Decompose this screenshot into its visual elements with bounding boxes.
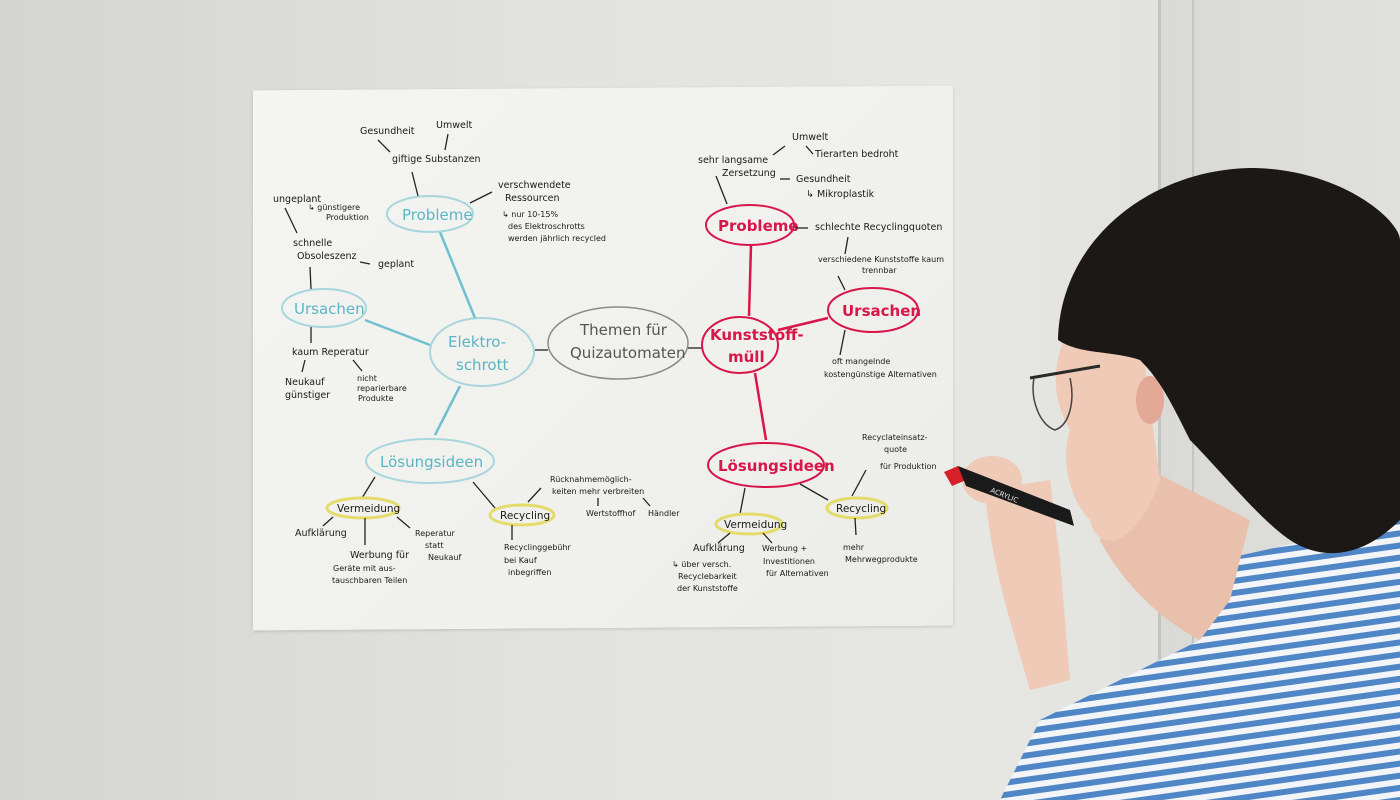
svg-text:Geräte mit aus-: Geräte mit aus- — [333, 564, 396, 573]
svg-text:Ursachen: Ursachen — [842, 302, 921, 320]
svg-text:Themen für: Themen für — [579, 321, 668, 339]
svg-text:Werbung +: Werbung + — [762, 544, 807, 553]
svg-text:Neukauf: Neukauf — [428, 553, 461, 562]
svg-text:Aufklärung: Aufklärung — [693, 543, 745, 554]
svg-text:Lösungsideen: Lösungsideen — [380, 453, 483, 471]
svg-text:schlechte Recyclingquoten: schlechte Recyclingquoten — [815, 222, 942, 233]
svg-text:↳ über versch.: ↳ über versch. — [672, 560, 731, 569]
svg-text:Vermeidung: Vermeidung — [337, 503, 400, 515]
kunststoff-ursachen-node: Ursachen — [827, 287, 921, 333]
svg-text:Investitionen: Investitionen — [763, 557, 815, 566]
ear — [1136, 376, 1164, 424]
svg-text:für Produktion: für Produktion — [880, 462, 937, 471]
svg-text:verschwendete: verschwendete — [498, 180, 571, 191]
hair — [1058, 168, 1400, 554]
svg-text:Werbung für: Werbung für — [350, 550, 409, 561]
svg-text:Probleme: Probleme — [718, 217, 799, 235]
svg-text:Recyclateinsatz-: Recyclateinsatz- — [862, 433, 928, 442]
svg-text:verschiedene Kunststoffe kaum: verschiedene Kunststoffe kaum — [818, 255, 944, 264]
svg-text:kostengünstige Alternativen: kostengünstige Alternativen — [824, 370, 937, 379]
svg-text:Wertstoffhof: Wertstoffhof — [586, 509, 635, 518]
svg-text:Recycling: Recycling — [500, 510, 550, 522]
svg-text:Recyclinggebühr: Recyclinggebühr — [504, 543, 571, 552]
svg-text:Gesundheit: Gesundheit — [796, 174, 851, 185]
svg-text:des Elektroschrotts: des Elektroschrotts — [508, 222, 585, 231]
elektro-probleme-node: Probleme — [386, 195, 474, 233]
svg-text:schrott: schrott — [456, 356, 508, 374]
elektro-ursachen-node: Ursachen — [281, 288, 367, 328]
svg-text:Mehrwegprodukte: Mehrwegprodukte — [845, 555, 918, 564]
svg-text:schnelle: schnelle — [293, 238, 332, 249]
svg-text:für Alternativen: für Alternativen — [766, 569, 829, 578]
svg-text:Probleme: Probleme — [402, 206, 473, 224]
svg-text:Tierarten bedroht: Tierarten bedroht — [814, 149, 899, 160]
svg-text:der Kunststoffe: der Kunststoffe — [677, 584, 738, 593]
svg-text:reparierbare: reparierbare — [357, 384, 407, 393]
face — [1055, 319, 1160, 541]
svg-text:Ursachen: Ursachen — [294, 300, 365, 318]
elektroschrott-node: Elektro- schrott — [429, 317, 535, 387]
svg-text:Produktion: Produktion — [326, 213, 369, 222]
svg-text:Umwelt: Umwelt — [792, 132, 828, 143]
svg-text:günstiger: günstiger — [285, 390, 330, 401]
glasses — [1029, 364, 1101, 431]
svg-text:Produkte: Produkte — [358, 394, 394, 403]
svg-text:Händler: Händler — [648, 509, 680, 518]
svg-text:bei Kauf: bei Kauf — [504, 556, 537, 565]
svg-text:müll: müll — [728, 348, 765, 366]
svg-text:mehr: mehr — [843, 543, 865, 552]
svg-text:Recyclebarkeit: Recyclebarkeit — [678, 572, 737, 581]
svg-text:Gesundheit: Gesundheit — [360, 126, 415, 137]
svg-text:Lösungsideen: Lösungsideen — [718, 457, 835, 475]
svg-text:trennbar: trennbar — [862, 266, 897, 275]
svg-text:Elektro-: Elektro- — [448, 333, 506, 351]
svg-text:nicht: nicht — [357, 374, 377, 383]
svg-text:Neukauf: Neukauf — [285, 377, 325, 388]
svg-text:Reperatur: Reperatur — [415, 529, 456, 538]
svg-text:werden jährlich recycled: werden jährlich recycled — [508, 234, 606, 243]
svg-text:keiten mehr verbreiten: keiten mehr verbreiten — [552, 487, 644, 496]
svg-text:ungeplant: ungeplant — [273, 194, 321, 205]
svg-text:geplant: geplant — [378, 259, 414, 270]
svg-text:↳ nur 10-15%: ↳ nur 10-15% — [502, 210, 558, 219]
svg-text:oft mangelnde: oft mangelnde — [832, 357, 890, 366]
svg-text:inbegriffen: inbegriffen — [508, 568, 551, 577]
elektro-loesungen-node: Lösungsideen — [365, 438, 495, 484]
svg-text:↳ günstigere: ↳ günstigere — [308, 203, 360, 212]
kunststoff-probleme-node: Probleme — [705, 204, 799, 246]
svg-text:statt: statt — [425, 541, 443, 550]
elektro-vermeidung-node: Vermeidung — [325, 496, 401, 520]
arm — [985, 480, 1070, 690]
svg-text:Quizautomaten: Quizautomaten — [570, 344, 686, 362]
elektro-recycling-node: Recycling — [488, 503, 556, 527]
center-node: Themen für Quizautomaten — [547, 306, 689, 380]
svg-text:Recycling: Recycling — [836, 503, 886, 515]
svg-text:↳ Mikroplastik: ↳ Mikroplastik — [806, 189, 875, 200]
kunststoff-loesungen-node: Lösungsideen — [707, 442, 835, 488]
kunststoff-vermeidung-node: Vermeidung — [714, 512, 787, 536]
svg-text:Zersetzung: Zersetzung — [722, 168, 776, 179]
svg-text:tauschbaren Teilen: tauschbaren Teilen — [332, 576, 407, 585]
striped-shirt — [1000, 520, 1400, 800]
svg-text:sehr langsame: sehr langsame — [698, 155, 768, 166]
svg-text:Umwelt: Umwelt — [436, 120, 472, 131]
kunststoff-recycling-node: Recycling — [825, 496, 889, 520]
svg-text:kaum Reperatur: kaum Reperatur — [292, 347, 369, 358]
svg-text:Vermeidung: Vermeidung — [724, 519, 787, 531]
svg-text:giftige Substanzen: giftige Substanzen — [392, 154, 481, 165]
svg-text:Ressourcen: Ressourcen — [505, 193, 560, 204]
svg-text:quote: quote — [884, 445, 907, 454]
svg-text:Obsoleszenz: Obsoleszenz — [297, 251, 357, 262]
svg-text:Aufklärung: Aufklärung — [295, 528, 347, 539]
svg-text:Rücknahmemöglich-: Rücknahmemöglich- — [550, 475, 632, 484]
